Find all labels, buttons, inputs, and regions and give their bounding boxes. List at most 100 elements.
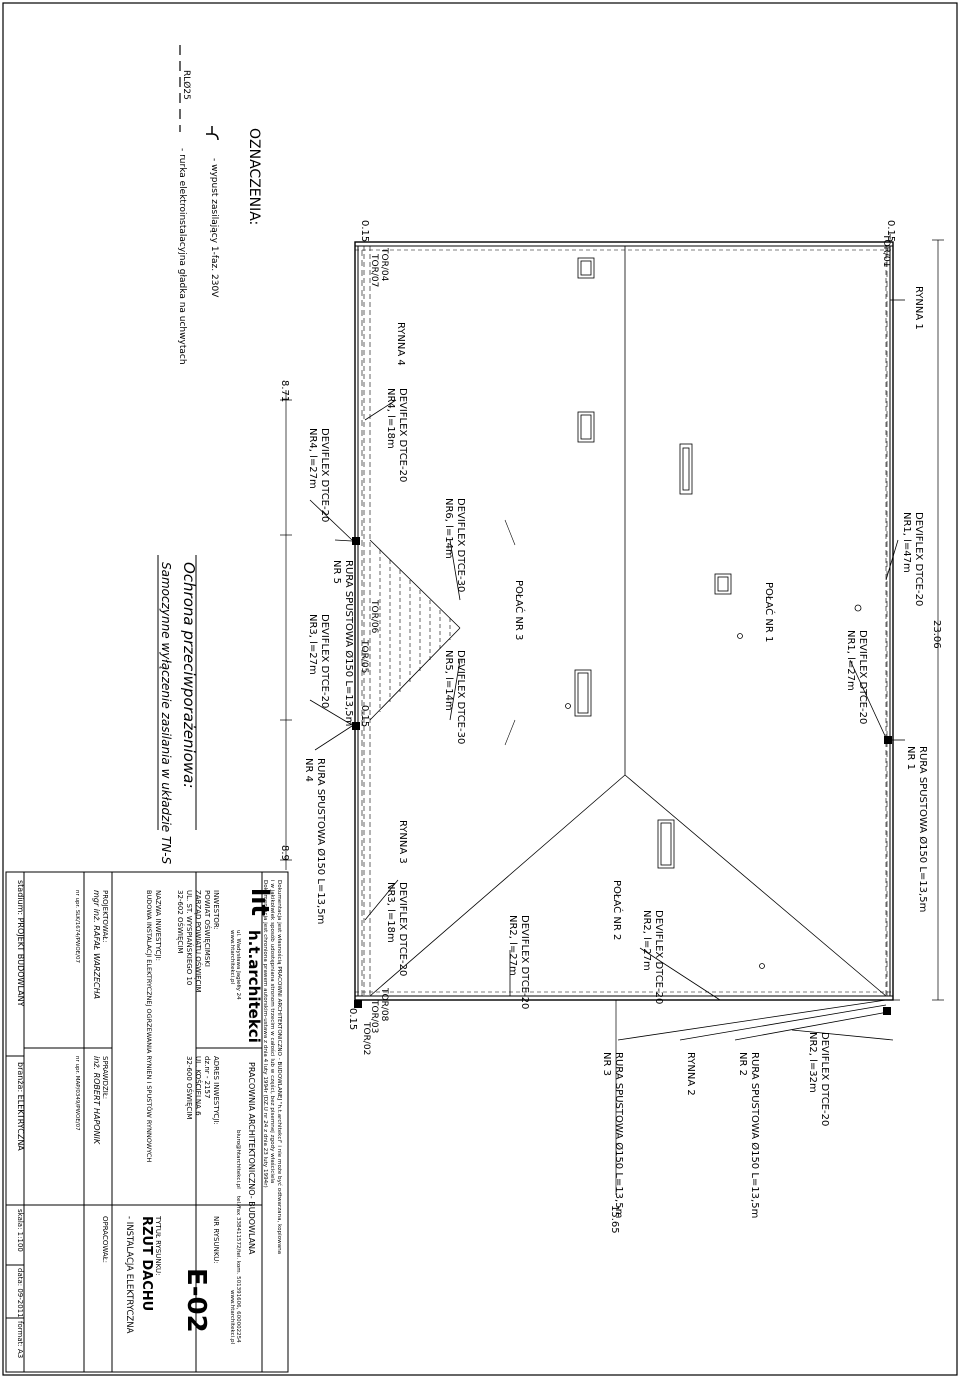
polac-3: POŁAĆ NR 3: [513, 580, 526, 640]
devi-nr6-b: NR6, l=14m: [443, 498, 454, 559]
tor-04: TOR/04: [379, 247, 389, 282]
scale: skala: 1:100: [16, 1209, 24, 1252]
copyright-line-2: i w jakikolwiek sposób udostępniana stro…: [269, 880, 276, 1183]
rura-5-b: NR 5: [331, 560, 342, 584]
devi-nr4-27-a: DEVIFLEX DTCE-20: [319, 428, 330, 522]
company-web-2: www.htarchitekci.pl: [229, 1290, 235, 1344]
designer-label: PROJEKTOWAŁ:: [101, 890, 109, 943]
tor-05: TOR/05: [359, 639, 369, 673]
dim-lower: 15.65: [609, 1205, 620, 1234]
drawing-title-1: RZUT DACHU: [139, 1216, 154, 1311]
drawing-no: E-02: [181, 1268, 211, 1333]
prepared-label: OPRACOWAŁ:: [101, 1216, 109, 1263]
tor-08: TOR/08: [379, 987, 389, 1022]
drawing-no-label: NR RYSUNKU:: [212, 1216, 220, 1264]
company-phone: tel./fax 338411572/tel. kom. 501391606, …: [235, 1196, 241, 1343]
devi-nr2-27b-b: NR2, l=27m: [507, 915, 518, 976]
checker-label: SPRAWDZIŁ:: [101, 1056, 109, 1099]
rura-3-a: RURA SPUSTOWA Ø150 L=13,5m: [613, 1052, 625, 1218]
dim-offset-1: 0.15: [885, 220, 896, 242]
devi-nr2-27a-b: NR2, l=27m: [641, 910, 652, 971]
investor-line-3: UL. ST. WYSPIAŃSKIEGO 10: [185, 890, 194, 985]
copyright-line-1: Dokumentacja jest własnością PRACOWNI AR…: [276, 880, 283, 1254]
legend-conduit-desc: - rurka elektroinstalacyjna gładka na uc…: [177, 148, 187, 365]
dim-total: 23.06: [931, 620, 942, 649]
rynna-1: RYNNA 1: [913, 286, 924, 330]
rura-4-b: NR 4: [303, 758, 314, 782]
investor-label: INWESTOR:: [212, 890, 220, 930]
tor-06: TOR/06: [369, 599, 379, 634]
dim-offset-3: 0.15: [359, 705, 370, 727]
protection-title: Ochrona przeciwporażeniowa:: [180, 562, 198, 788]
tor-02: TOR/02: [361, 1021, 371, 1055]
project-name-label: NAZWA INWESTYCJI:: [154, 890, 162, 961]
rura-3-b: NR 3: [601, 1052, 612, 1076]
rynna-3: RYNNA 3: [397, 820, 408, 864]
roof-outline: [280, 239, 944, 1195]
legend: OZNACZENIA:: [246, 128, 262, 225]
rynna-4: RYNNA 4: [395, 322, 406, 366]
date: data: 09-2011: [16, 1268, 24, 1318]
dim-left: 8.71: [279, 380, 290, 402]
devi-nr1-47-b: NR1, l=47m: [901, 512, 912, 573]
devi-nr1-27-b: NR1, l=27m: [845, 630, 856, 691]
devi-nr2-27b-a: DEVIFLEX DTCE-20: [519, 915, 530, 1009]
tor-01: TOR/01: [881, 233, 891, 267]
dim-right: 8.9: [279, 845, 290, 861]
leader-lines: [309, 299, 905, 1041]
devi-nr2-32-a: DEVIFLEX DTCE-20: [819, 1032, 830, 1126]
stage: stadium: PROJEKT BUDOWLANY: [16, 880, 25, 1007]
rura-1-a: RURA SPUSTOWA Ø150 L=13,5m: [917, 746, 929, 912]
designer-name: mgr inż. RAFAŁ WARZECHA: [92, 890, 101, 999]
address-line-1: dz.nr - 2157: [203, 1056, 211, 1098]
downpipe-markers: [352, 537, 892, 1015]
legend-conduit-code: RLØ25: [181, 70, 192, 100]
designer-license: nr upr. SLK/1674/PWOE/07: [74, 890, 80, 964]
dim-offset-2: 0.15: [359, 220, 370, 242]
devi-nr6-a: DEVIFLEX DTCE-30: [455, 498, 466, 592]
protection-subtitle: Samoczynne wyłączenie zasilania w układz…: [159, 562, 173, 865]
format: format: A3: [16, 1321, 24, 1358]
rura-2-b: NR 2: [737, 1052, 748, 1076]
company-address: ul. Wadysława Jagiełły 24: [235, 930, 241, 1000]
investor-line-1: POWIAT OŚWIĘCIMSKI: [203, 890, 212, 967]
legend-outlet-desc: - wypust zasilający 1-faz. 230V: [209, 158, 219, 298]
devi-nr3-18-b: NR3, l=18m: [385, 882, 396, 943]
polac-2: POŁAĆ NR 2: [611, 880, 624, 940]
devi-nr5-b: NR5, l=14m: [443, 650, 454, 711]
company-email: biuro@htarchitekci.pl: [235, 1130, 241, 1189]
devi-nr2-32-b: NR2, l=32m: [807, 1032, 818, 1093]
tor-03: TOR/03: [369, 999, 379, 1033]
devi-nr1-27-a: DEVIFLEX DTCE-20: [857, 630, 868, 724]
address-line-2: UL. KOŚCIELNA 6: [194, 1056, 203, 1116]
dim-offset-4: 0.15: [347, 1008, 358, 1030]
company-logo: lıt: [246, 888, 274, 916]
polac-1: POŁAĆ NR 1: [763, 582, 776, 642]
project-name: BUDOWA INSTALACJI ELEKTRYCZNEJ OGRZEWANI…: [145, 890, 154, 1162]
legend-title: OZNACZENIA:: [246, 128, 262, 225]
devi-nr2-27a-a: DEVIFLEX DTCE-20: [653, 910, 664, 1004]
checker-license: nr upr. MAP/0349/PWOE/07: [74, 1056, 80, 1131]
copyright-line-3: Dokumentacja jest chroniona prawem autor…: [262, 880, 268, 1188]
company-full-name: PRACOWNIA ARCHITEKTONICZNO- BUDOWLANA: [247, 1062, 256, 1255]
investor-line-2: ZARZĄD POWIATU OŚWIĘCIM: [194, 890, 203, 993]
address-line-3: 32-600 OŚWIĘCIM: [185, 1056, 194, 1119]
company-name: h.t.architekci: [245, 930, 263, 1043]
rura-4-a: RURA SPUSTOWA Ø150 L=13,5m: [315, 758, 327, 924]
address-label: ADRES INWESTYCJI:: [212, 1056, 220, 1125]
devi-nr3-27-b: NR3, l=27m: [307, 614, 318, 675]
devi-nr3-27-a: DEVIFLEX DTCE-20: [319, 614, 330, 708]
devi-nr4-18-b: NR4, l=18m: [385, 388, 396, 449]
devi-nr1-47-a: DEVIFLEX DTCE-20: [913, 512, 924, 606]
rura-5-a: RURA SPUSTOWA Ø150 L=13,5m: [343, 560, 355, 726]
investor-line-4: 32-602 OŚWIĘCIM: [176, 890, 185, 953]
valley-hatching: [379, 550, 451, 712]
title-label: TYTUŁ RYSUNKU:: [154, 1215, 162, 1276]
drawing-title-2: - INSTALACJA ELEKTRYCZNA: [124, 1216, 134, 1334]
company-web: www.htarchitekci.pl: [229, 930, 235, 984]
title-block: [5, 871, 289, 1373]
outlet-symbol-icon: [206, 126, 219, 141]
devi-nr4-18-a: DEVIFLEX DTCE-20: [397, 388, 408, 482]
